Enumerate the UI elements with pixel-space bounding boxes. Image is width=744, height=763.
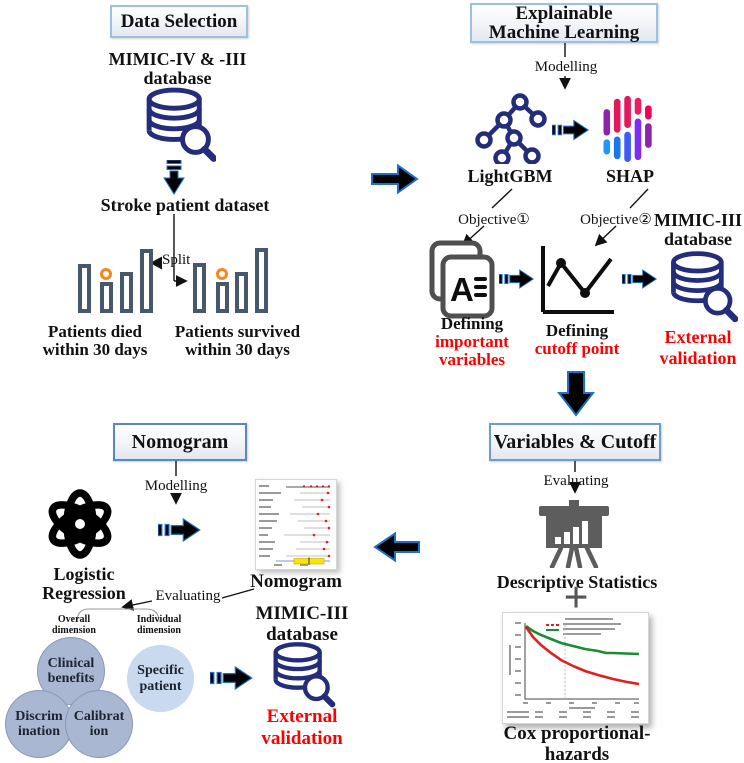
split-label: Split xyxy=(162,252,191,268)
nomogram-label: Nomogram xyxy=(250,571,342,592)
bar-icon xyxy=(193,263,206,313)
external-validation-top-label: External validation xyxy=(659,327,737,368)
down-block-arrow-icon xyxy=(557,371,595,417)
lightgbm-tree-icon xyxy=(475,93,547,164)
patients-survived-label: Patients survived within 30 days xyxy=(174,322,301,360)
presentation-easel-icon xyxy=(539,500,609,568)
shap-label: SHAP xyxy=(605,166,654,186)
bar-icon xyxy=(255,248,268,313)
survival-plot-thumbnail xyxy=(502,612,649,724)
specific-patient-circle: Specific patient xyxy=(127,645,194,712)
overall-dimension-label: Overall dimension xyxy=(52,614,96,636)
defining-variables-label: Defining important variables xyxy=(435,314,509,369)
bar-icon xyxy=(100,282,113,313)
ribbed-right-arrow-icon xyxy=(499,269,535,289)
variables-cutoff-box: Variables & Cutoff xyxy=(489,423,661,461)
database-icon xyxy=(262,641,340,709)
discrimination-circle: Discrim ination xyxy=(5,690,73,758)
objective2-label: Objective② xyxy=(580,212,652,228)
stroke-dataset-label: Stroke patient dataset xyxy=(100,195,270,215)
down-block-arrow-icon xyxy=(163,160,185,195)
right-block-arrow-icon xyxy=(371,163,419,195)
ribbed-right-arrow-icon xyxy=(210,665,253,691)
ribbed-right-arrow-icon xyxy=(622,269,658,289)
database-icon xyxy=(140,86,216,164)
defining-cutoff-label: Defining cutoff point xyxy=(534,321,620,358)
evaluating-label: Evaluating xyxy=(543,473,609,489)
nomogram-box: Nomogram xyxy=(113,423,247,461)
document-a-icon: A xyxy=(429,240,495,319)
modelling-label: Modelling xyxy=(144,478,208,494)
logistic-regression-label: Logistic Regression xyxy=(42,564,126,604)
data-selection-box: Data Selection xyxy=(110,5,248,38)
ribbed-right-arrow-icon xyxy=(552,119,590,141)
dot-icon xyxy=(100,268,112,280)
bar-icon xyxy=(216,282,229,313)
data-selection-title: Data Selection xyxy=(120,10,238,32)
bar-icon xyxy=(78,264,91,313)
atom-icon xyxy=(48,489,112,559)
mimic-iii-bottom-label: MIMIC-III database xyxy=(255,603,349,645)
dot-icon xyxy=(216,268,228,280)
modelling-label: Modelling xyxy=(534,59,598,75)
calibration-circle: Calibrat ion xyxy=(65,690,133,758)
database-icon xyxy=(664,250,738,324)
nomogram-plot-thumbnail xyxy=(255,479,337,570)
external-validation-bottom-label: External validation xyxy=(261,706,343,749)
patients-died-label: Patients died within 30 days xyxy=(42,322,148,360)
objective1-label: Objective① xyxy=(458,212,530,228)
mimic-iv-iii-label: MIMIC-IV & -III database xyxy=(108,49,247,89)
explainable-ml-box: Explainable Machine Learning xyxy=(470,3,658,43)
cox-label: Cox proportional-hazards model & Surviva… xyxy=(503,723,651,763)
left-block-arrow-icon xyxy=(373,531,420,563)
svg-text:A: A xyxy=(450,271,474,308)
evaluating-label: Evaluating xyxy=(155,588,221,604)
mimic-iii-top-label: MIMIC-III database xyxy=(654,210,742,250)
lightgbm-label: LightGBM xyxy=(467,166,553,186)
bar-icon xyxy=(235,272,248,313)
shap-logo-icon xyxy=(603,95,652,162)
cutoff-chart-icon xyxy=(541,246,614,314)
ribbed-right-arrow-icon xyxy=(158,517,201,543)
bar-icon xyxy=(120,272,133,313)
individual-dimension-label: Individual dimension xyxy=(136,614,182,636)
descriptive-statistics-label: Descriptive Statistics xyxy=(496,572,658,592)
bar-icon xyxy=(140,249,153,313)
